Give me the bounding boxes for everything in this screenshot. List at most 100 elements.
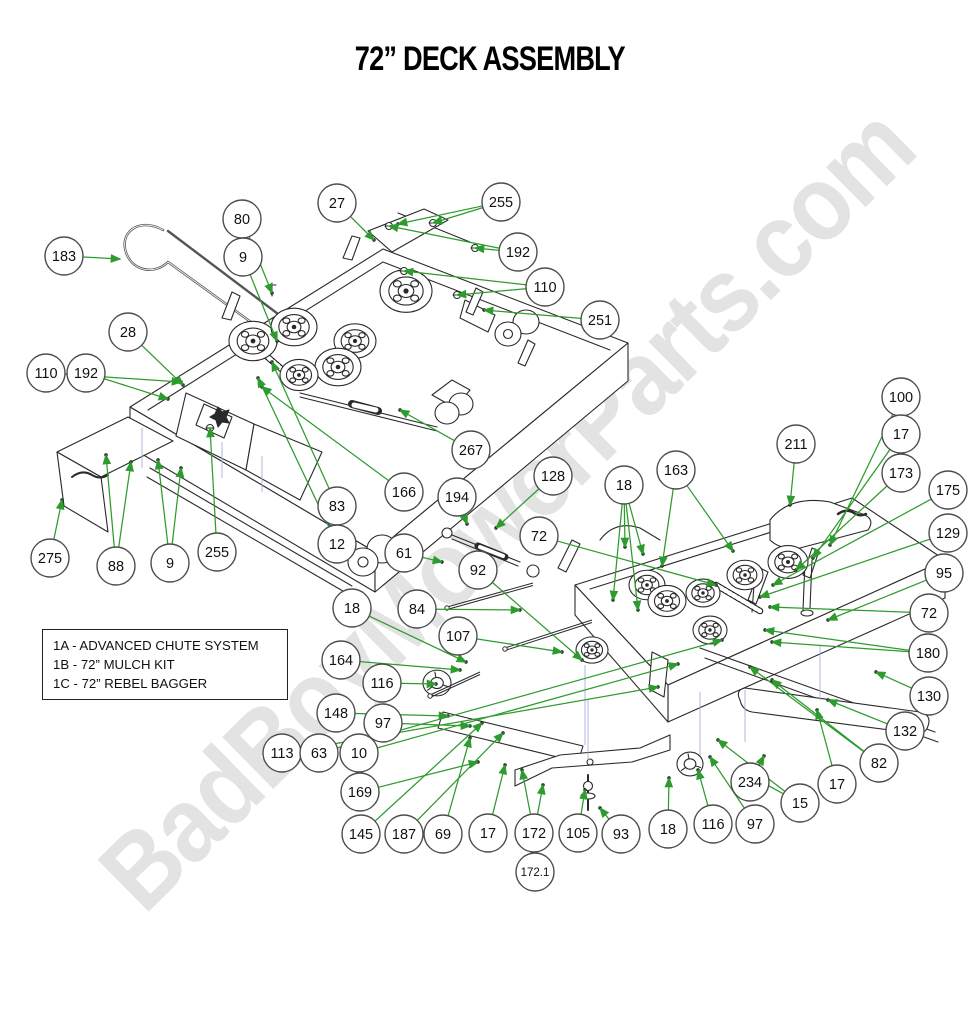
leader-line-234: [755, 754, 765, 767]
callout-label: 166: [392, 485, 416, 501]
pulley: [314, 347, 362, 387]
pulley: [228, 320, 278, 362]
page-root: { "page": { "title": "72\u201d DECK ASSE…: [26, 40, 968, 933]
callout-label: 145: [349, 827, 373, 843]
callout-label: 28: [120, 325, 136, 341]
callout-12: 12: [317, 524, 357, 564]
leader-line-175: [771, 498, 932, 586]
callout-label: 69: [435, 827, 451, 843]
leader-line-72: [557, 540, 718, 587]
leader-lines: [53, 205, 932, 822]
callout-label: 148: [324, 706, 348, 722]
callout-label: 132: [893, 724, 917, 740]
callout-234: 234: [730, 762, 770, 802]
callout-84: 84: [397, 589, 437, 629]
callout-164: 164: [321, 640, 361, 680]
leader-line-18: [628, 503, 645, 556]
deck-drawing-top-left: [56, 208, 629, 595]
callout-label: 72: [921, 606, 937, 622]
callout-88: 88: [96, 546, 136, 586]
deck-belt: [123, 224, 288, 335]
callout-169: 169: [340, 772, 380, 812]
callout-187: 187: [384, 814, 424, 854]
leader-line-72: [768, 602, 910, 613]
rod: [427, 671, 481, 699]
callout-61: 61: [384, 533, 424, 573]
leader-line-129: [758, 538, 930, 599]
leader-line-163: [686, 485, 734, 553]
callout-92: 92: [458, 550, 498, 590]
leader-line-166: [260, 386, 389, 481]
leader-line-110: [402, 267, 526, 286]
callout-label: 234: [738, 775, 762, 791]
page-title-text: 72” DECK ASSEMBLY: [354, 40, 626, 78]
callout-label: 110: [34, 366, 57, 382]
callout-label: 97: [747, 817, 763, 833]
callout-63: 63: [299, 733, 339, 773]
callout-100: 100: [881, 377, 921, 417]
pulley: [685, 578, 721, 608]
leader-line-107: [477, 638, 564, 655]
callout-label: 63: [311, 746, 327, 762]
hanger-foot: [800, 609, 814, 617]
deck-assembly-diagram: 1838092725519211025128110192267166194831…: [26, 182, 968, 892]
callout-label: 10: [351, 746, 367, 762]
leader-line-88: [118, 460, 135, 547]
leader-line-128: [494, 488, 540, 530]
callout-192: 192: [66, 353, 106, 393]
callout-label: 128: [541, 469, 565, 485]
callout-label: 130: [917, 689, 941, 705]
callout-label: 211: [784, 437, 807, 453]
legend-item-1a: 1A - ADVANCED CHUTE SYSTEM: [53, 638, 259, 653]
callout-label: 61: [396, 546, 412, 562]
leader-line-187: [417, 731, 505, 821]
callout-label: 116: [370, 676, 393, 692]
callout-82: 82: [859, 743, 899, 783]
callout-18: 18: [604, 465, 644, 505]
callout-10: 10: [339, 733, 379, 773]
callout-label: 18: [344, 601, 360, 617]
callout-83: 83: [317, 486, 357, 526]
callout-255: 255: [481, 182, 521, 222]
callout-27: 27: [317, 183, 357, 223]
pulley: [575, 636, 609, 664]
idler-levers: [221, 235, 536, 367]
pulley: [726, 559, 764, 591]
leader-line-84: [436, 605, 522, 615]
callout-275: 275: [30, 538, 70, 578]
callout-label: 173: [889, 466, 913, 482]
chute-assembly: [56, 392, 323, 533]
leader-line-116: [401, 679, 438, 689]
leader-line-192: [104, 378, 170, 401]
callout-label: 194: [445, 490, 469, 506]
deck2-turnbuckle: [441, 527, 540, 578]
leader-line-28: [141, 345, 185, 387]
leader-line-9: [171, 466, 185, 544]
callout-label: 175: [936, 483, 960, 499]
callout-label: 17: [893, 427, 909, 443]
leader-line-172: [519, 768, 531, 814]
leader-line-172: [536, 783, 546, 814]
callout-28: 28: [108, 312, 148, 352]
callout-255: 255: [197, 532, 237, 572]
callout-173: 173: [881, 453, 921, 493]
callout-label: 105: [566, 826, 590, 842]
callout-label: 18: [616, 478, 632, 494]
callout-label: 82: [871, 756, 887, 772]
leader-line-18: [625, 504, 642, 612]
callout-label: 80: [234, 212, 250, 228]
callout-172: 172: [514, 813, 554, 853]
deck2-bracket: [648, 651, 669, 698]
callout-label: 172.1: [521, 867, 550, 879]
callout-148: 148: [316, 693, 356, 733]
leader-line-27: [350, 216, 376, 242]
leader-line-255: [206, 426, 217, 533]
leader-line-194: [459, 513, 468, 526]
leader-line-110: [455, 288, 526, 299]
callout-label: 187: [392, 827, 416, 843]
callout-110: 110: [525, 267, 565, 307]
badboy-logo-mark-2: [836, 509, 868, 517]
leader-line-82: [748, 666, 864, 752]
callout-116: 116: [362, 663, 402, 703]
leader-line-163: [659, 489, 674, 568]
